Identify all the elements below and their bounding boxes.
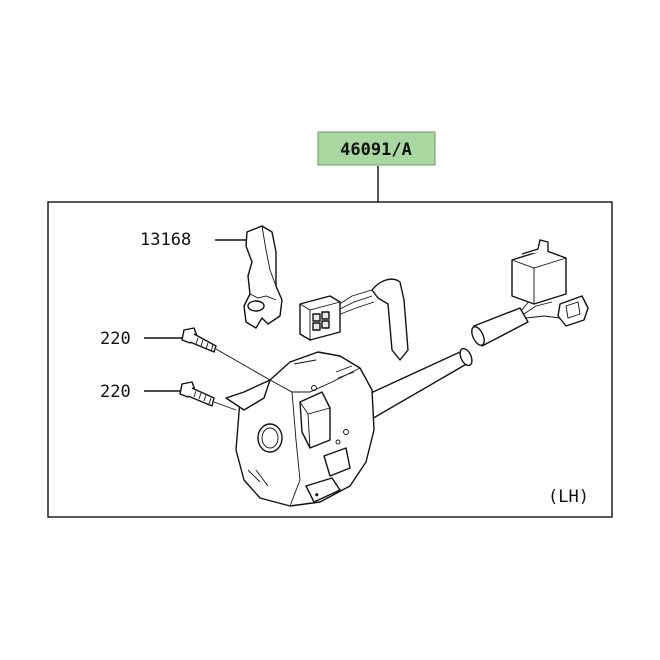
assembly-label-highlight — [317, 131, 436, 166]
callout-220-upper-label[interactable]: 220 — [100, 329, 131, 349]
lower-screw — [179, 381, 237, 411]
assembly-part-number: 46091/A — [340, 140, 412, 160]
callout-220-lower-label[interactable]: 220 — [100, 382, 131, 402]
switch-housing-cover — [243, 225, 283, 329]
assembly-label[interactable]: 46091/A — [317, 131, 436, 166]
upper-screw — [181, 327, 271, 381]
large-connector — [511, 239, 589, 327]
switch-housing: ⏺ — [225, 351, 375, 507]
horn-symbol: ⏺ — [315, 491, 319, 499]
assembly-frame — [47, 201, 613, 518]
side-label: (LH) — [548, 487, 589, 507]
wiring-harness — [337, 278, 561, 421]
callout-13168-label[interactable]: 13168 — [140, 230, 191, 250]
small-connector — [299, 295, 341, 341]
